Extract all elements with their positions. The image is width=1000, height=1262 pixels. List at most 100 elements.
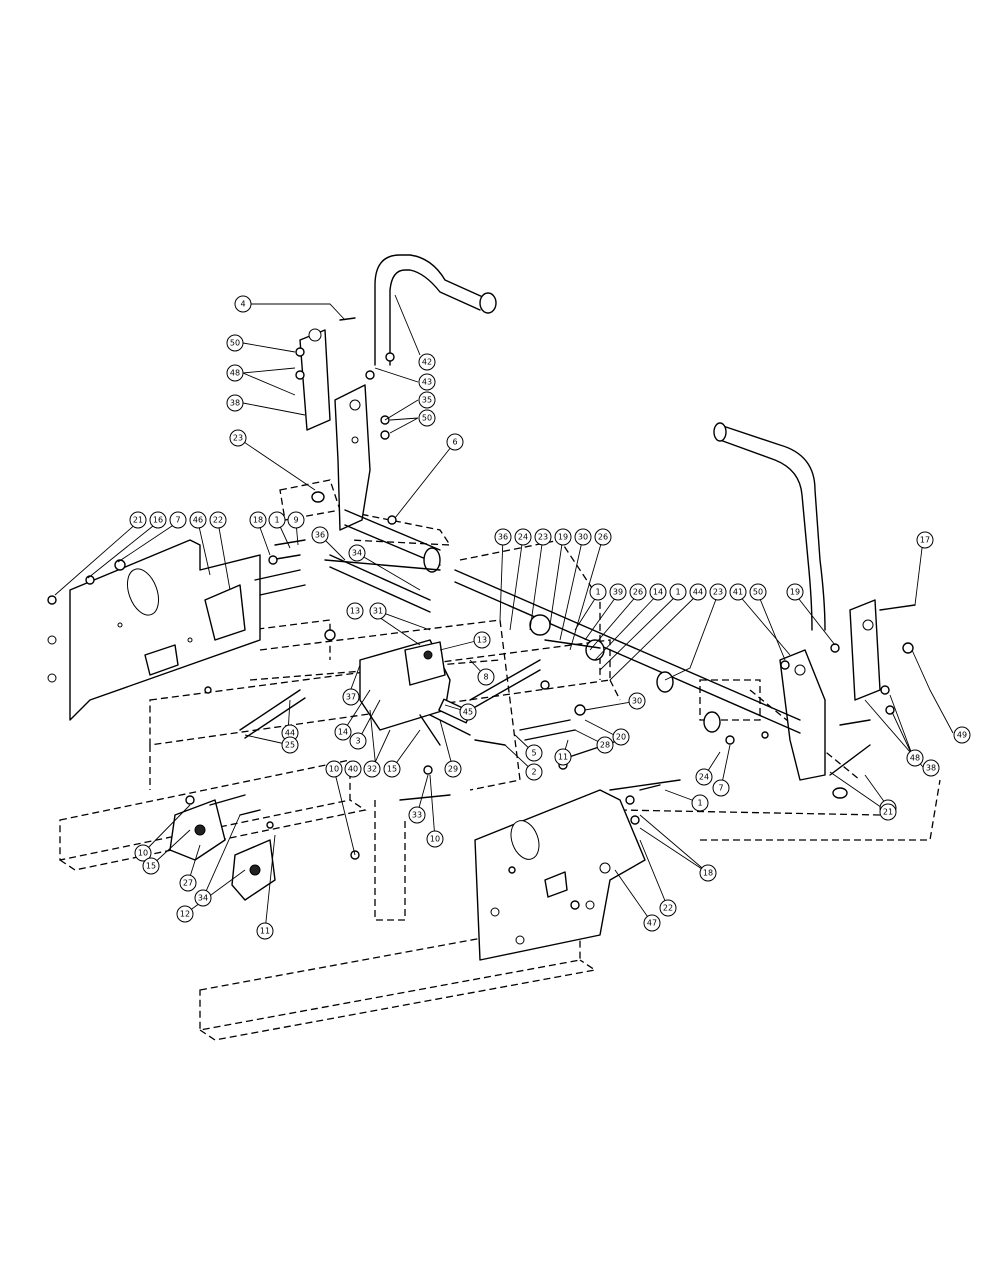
callout: 43 — [418, 373, 436, 391]
svg-text:44: 44 — [693, 588, 703, 597]
callout: 45 — [459, 703, 477, 721]
svg-text:50: 50 — [753, 588, 763, 597]
callout: 9 — [287, 511, 305, 529]
svg-text:40: 40 — [348, 765, 358, 774]
svg-text:25: 25 — [285, 741, 295, 750]
svg-text:49: 49 — [957, 731, 967, 740]
svg-text:24: 24 — [518, 533, 528, 542]
callout: 36 — [311, 526, 329, 544]
callout: 16 — [149, 511, 167, 529]
callout-labels: 4 50 48 38 42 43 35 50 23 6 21 16 7 46 2… — [129, 295, 971, 940]
callout: 21 — [879, 803, 897, 821]
svg-text:23: 23 — [233, 434, 243, 443]
callout: 46 — [189, 511, 207, 529]
svg-text:11: 11 — [558, 753, 568, 762]
svg-text:7: 7 — [175, 516, 180, 525]
callout: 30 — [574, 528, 592, 546]
svg-text:20: 20 — [616, 733, 626, 742]
callout: 50 — [749, 583, 767, 601]
callout: 14 — [649, 583, 667, 601]
callout: 2 — [525, 763, 543, 781]
callout: 3 — [349, 732, 367, 750]
callout: 11 — [554, 748, 572, 766]
right-side-plate — [474, 789, 646, 961]
callout: 22 — [659, 899, 677, 917]
center-pump-assembly — [359, 639, 541, 801]
svg-text:1: 1 — [697, 799, 702, 808]
svg-text:17: 17 — [920, 536, 930, 545]
svg-text:22: 22 — [663, 904, 673, 913]
svg-text:14: 14 — [338, 728, 348, 737]
svg-text:2: 2 — [531, 768, 536, 777]
callout: 5 — [525, 744, 543, 762]
callout: 19 — [786, 583, 804, 601]
callout: 42 — [418, 353, 436, 371]
callout: 35 — [418, 391, 436, 409]
callout: 48 — [226, 364, 244, 382]
callout: 32 — [363, 760, 381, 778]
svg-text:26: 26 — [633, 588, 643, 597]
svg-text:27: 27 — [183, 879, 193, 888]
cross-shaft — [329, 547, 848, 799]
callout: 22 — [209, 511, 227, 529]
callout: 34 — [348, 544, 366, 562]
svg-text:36: 36 — [315, 531, 325, 540]
svg-text:29: 29 — [448, 765, 458, 774]
callout: 31 — [369, 602, 387, 620]
callout: 21 — [129, 511, 147, 529]
callout: 10 — [134, 844, 152, 862]
lower-left-pumps — [169, 794, 276, 901]
svg-text:43: 43 — [422, 378, 432, 387]
callout: 15 — [142, 857, 160, 875]
svg-text:34: 34 — [198, 894, 208, 903]
callout: 38 — [922, 759, 940, 777]
svg-text:39: 39 — [613, 588, 623, 597]
svg-text:12: 12 — [180, 910, 190, 919]
callout: 26 — [629, 583, 647, 601]
callout: 23 — [229, 429, 247, 447]
callout: 6 — [446, 433, 464, 451]
callout: 24 — [514, 528, 532, 546]
svg-text:38: 38 — [926, 764, 936, 773]
callout: 1 — [268, 511, 286, 529]
svg-text:23: 23 — [538, 533, 548, 542]
svg-text:44: 44 — [285, 729, 295, 738]
svg-text:13: 13 — [477, 636, 487, 645]
svg-text:48: 48 — [230, 369, 240, 378]
callout: 34 — [194, 889, 212, 907]
callout: 13 — [346, 602, 364, 620]
callout: 27 — [179, 874, 197, 892]
callout: 10 — [426, 830, 444, 848]
callout: 1 — [669, 583, 687, 601]
svg-text:14: 14 — [653, 588, 663, 597]
svg-text:47: 47 — [647, 919, 657, 928]
svg-text:15: 15 — [387, 765, 397, 774]
callout: 26 — [594, 528, 612, 546]
svg-text:9: 9 — [293, 516, 298, 525]
svg-text:35: 35 — [422, 396, 432, 405]
callout: 29 — [444, 760, 462, 778]
callout: 1 — [589, 583, 607, 601]
callout: 13 — [473, 631, 491, 649]
svg-text:6: 6 — [452, 438, 457, 447]
svg-text:30: 30 — [578, 533, 588, 542]
svg-text:1: 1 — [675, 588, 680, 597]
callout: 44 — [689, 583, 707, 601]
svg-text:19: 19 — [558, 533, 568, 542]
callout: 38 — [226, 394, 244, 412]
svg-text:38: 38 — [230, 399, 240, 408]
svg-text:3: 3 — [355, 737, 360, 746]
right-control-lever — [713, 422, 881, 781]
callout: 39 — [609, 583, 627, 601]
callout: 11 — [256, 922, 274, 940]
svg-text:13: 13 — [350, 607, 360, 616]
callout: 20 — [612, 728, 630, 746]
svg-text:11: 11 — [260, 927, 270, 936]
svg-text:8: 8 — [483, 673, 488, 682]
callout: 23 — [709, 583, 727, 601]
callout: 19 — [554, 528, 572, 546]
frame-dashed-outline — [59, 479, 941, 1041]
callout: 28 — [596, 736, 614, 754]
svg-text:28: 28 — [600, 741, 610, 750]
